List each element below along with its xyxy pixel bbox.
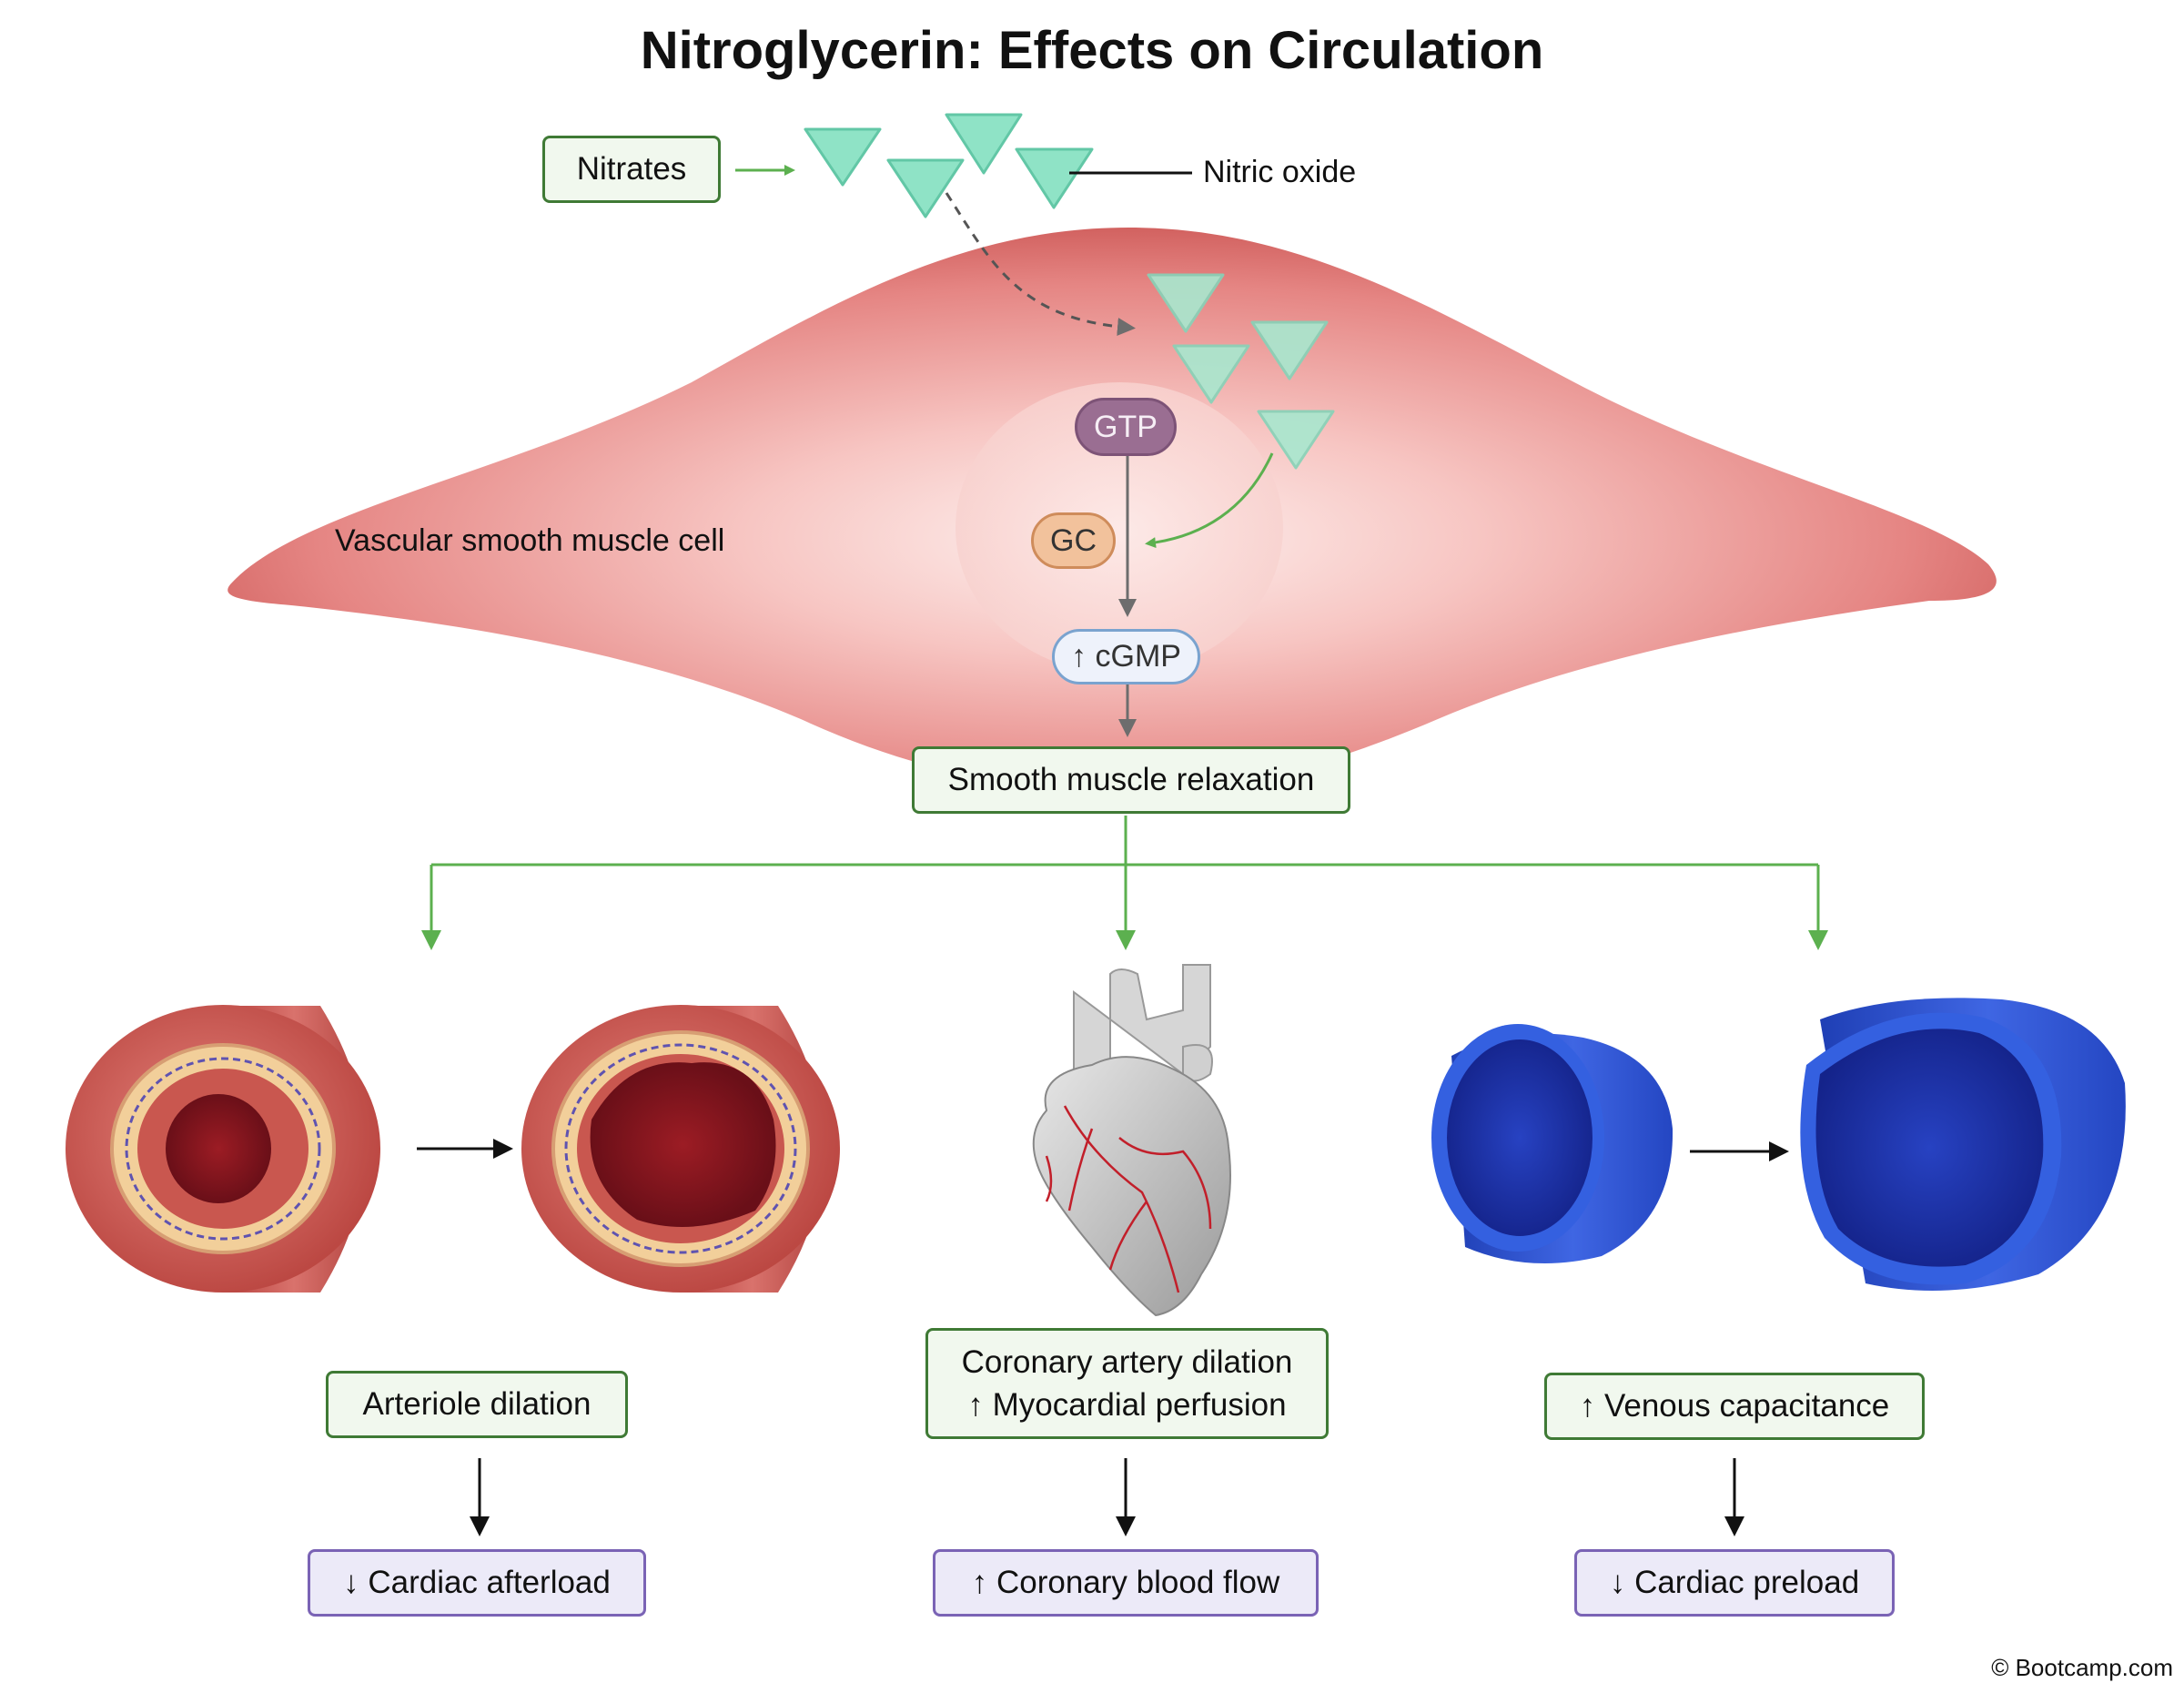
arteriole-constricted [66, 1005, 380, 1293]
coronary-outcome-box: ↑ Coronary blood flow [933, 1549, 1319, 1617]
arteriole-dilated [521, 1005, 840, 1293]
heart-illustration [1032, 964, 1231, 1317]
coronary-effect-line2: ↑ Myocardial perfusion [967, 1387, 1287, 1423]
venous-effect-box: ↑ Venous capacitance [1544, 1373, 1925, 1440]
nitric-oxide-molecules-outside [804, 113, 1094, 218]
diffusion-arrow [945, 192, 1136, 336]
relaxation-box: Smooth muscle relaxation [912, 746, 1350, 814]
vein-normal [1431, 1024, 1673, 1263]
venous-outcome-box: ↓ Cardiac preload [1574, 1549, 1895, 1617]
gc-pill: GC [1031, 512, 1116, 569]
branch-connectors [421, 816, 1828, 950]
nitric-oxide-molecules-inside [1147, 273, 1335, 470]
arteriole-effect-box: Arteriole dilation [326, 1371, 628, 1438]
nitrates-box: Nitrates [542, 136, 721, 203]
coronary-effect-line1: Coronary artery dilation [961, 1343, 1293, 1380]
cell-label: Vascular smooth muscle cell [335, 523, 725, 558]
cgmp-pill: ↑ cGMP [1052, 629, 1200, 684]
coronary-effect-box: Coronary artery dilation ↑ Myocardial pe… [925, 1328, 1329, 1439]
gtp-pill: GTP [1075, 398, 1177, 456]
vein-dilated [1800, 998, 2126, 1291]
cell-nucleus [956, 382, 1283, 674]
copyright-text: © Bootcamp.com [1991, 1654, 2173, 1681]
diagram-title: Nitroglycerin: Effects on Circulation [640, 21, 1544, 80]
arteriole-outcome-box: ↓ Cardiac afterload [308, 1549, 646, 1617]
nitric-oxide-label: Nitric oxide [1203, 155, 1357, 189]
no-to-gc-arrow [1145, 452, 1274, 548]
